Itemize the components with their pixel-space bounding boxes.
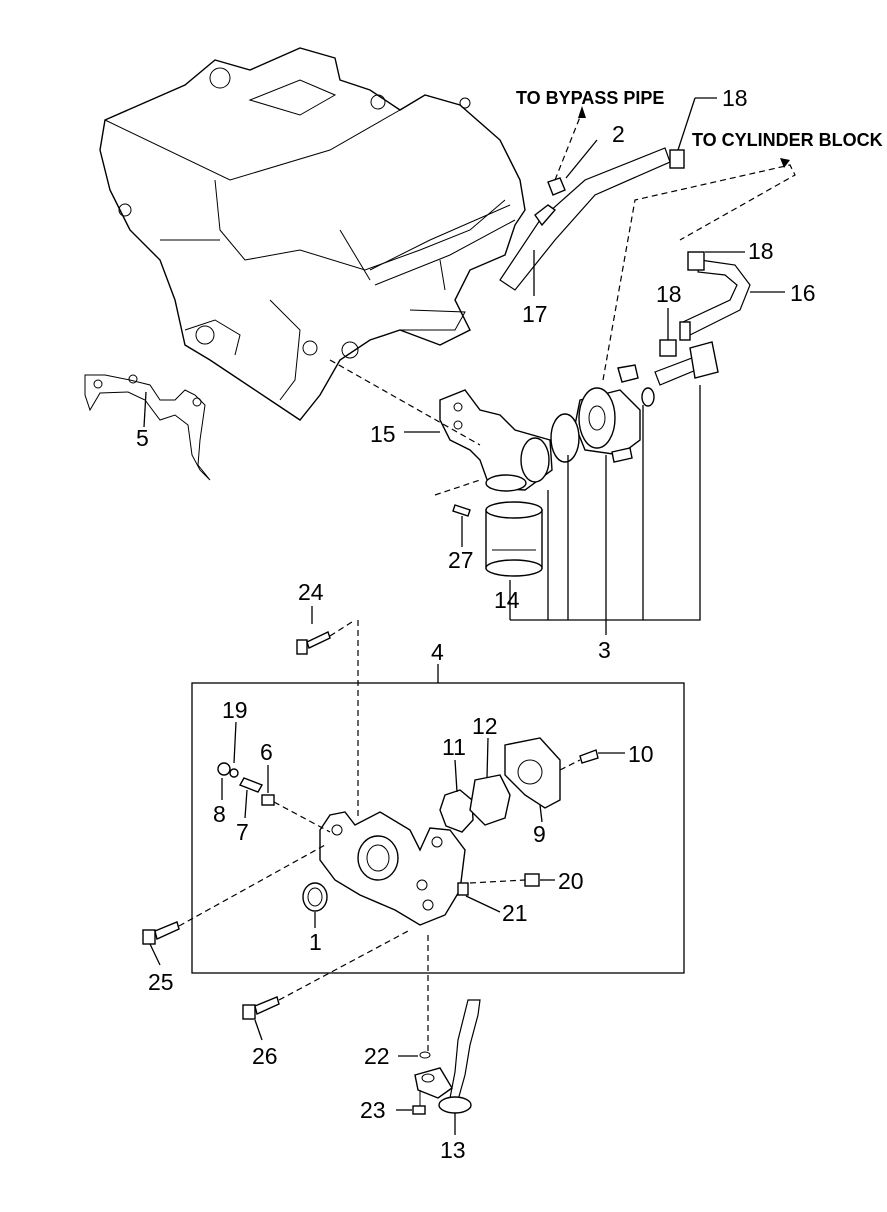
callout-26: 26: [252, 1043, 278, 1069]
oil-filter-bracket: [439, 389, 553, 492]
callout-20: 20: [558, 868, 584, 894]
callout-1: 1: [309, 929, 322, 955]
callout-11: 11: [442, 734, 466, 760]
inner-rotor-11: [439, 789, 474, 833]
callout-3: 3: [598, 637, 611, 663]
screw-10: [579, 749, 599, 764]
bolt-23: [412, 1090, 426, 1115]
oil-pump-assembly-box: [191, 682, 685, 974]
callout-8: 8: [213, 801, 226, 827]
callout-25: 25: [148, 969, 174, 995]
bypass-hose: [499, 147, 671, 291]
callout-22: 22: [364, 1043, 390, 1069]
bypass-caption: TO BYPASS PIPE: [516, 88, 664, 108]
outer-rotor-12: [469, 774, 511, 826]
callout-14: 14: [494, 587, 520, 613]
cylinder-caption: TO CYLINDER BLOCK: [692, 130, 883, 150]
callout-24: 24: [298, 579, 324, 605]
callout-10: 10: [628, 741, 654, 767]
callout-13: 13: [440, 1137, 466, 1163]
oil-cooler: [550, 341, 719, 463]
engine-block: [99, 47, 526, 421]
spring-7: [238, 777, 264, 793]
plug-21: [457, 882, 469, 896]
bolt-27: [434, 479, 481, 517]
bolt-24: [296, 631, 331, 655]
callout-21: 21: [502, 900, 528, 926]
callout-15: 15: [370, 421, 396, 447]
callout-4: 4: [431, 639, 444, 665]
callout-7: 7: [236, 819, 249, 845]
o-ring-22: [419, 1051, 431, 1059]
union-fitting-top: [669, 149, 685, 169]
oil-seal: [302, 882, 328, 912]
callout-19: 19: [222, 697, 248, 723]
bolt-25: [142, 921, 180, 945]
callout-27: 27: [448, 547, 474, 573]
callout-23: 23: [360, 1097, 386, 1123]
bolt-26: [242, 996, 280, 1020]
callout-12: 12: [472, 713, 498, 739]
washer-19: [229, 768, 239, 778]
callout-17: 17: [522, 301, 548, 327]
pump-cover-9: [504, 737, 561, 809]
callout-18c: 18: [656, 281, 682, 307]
oil-cooler-hose: [659, 251, 751, 357]
callout-18b: 18: [748, 238, 774, 264]
callout-16: 16: [790, 280, 816, 306]
oil-filter: [485, 501, 543, 577]
callout-9: 9: [533, 821, 546, 847]
plug-20: [524, 873, 540, 887]
plug-8: [217, 762, 231, 776]
callout-6: 6: [260, 739, 273, 765]
oil-pump-housing: [319, 811, 466, 926]
callout-5: 5: [136, 425, 149, 451]
timing-cover-gasket: [84, 374, 211, 481]
oil-strainer: [414, 999, 481, 1114]
relief-plunger-6: [261, 794, 275, 806]
callout-2: 2: [612, 121, 625, 147]
callout-18a: 18: [722, 85, 748, 111]
